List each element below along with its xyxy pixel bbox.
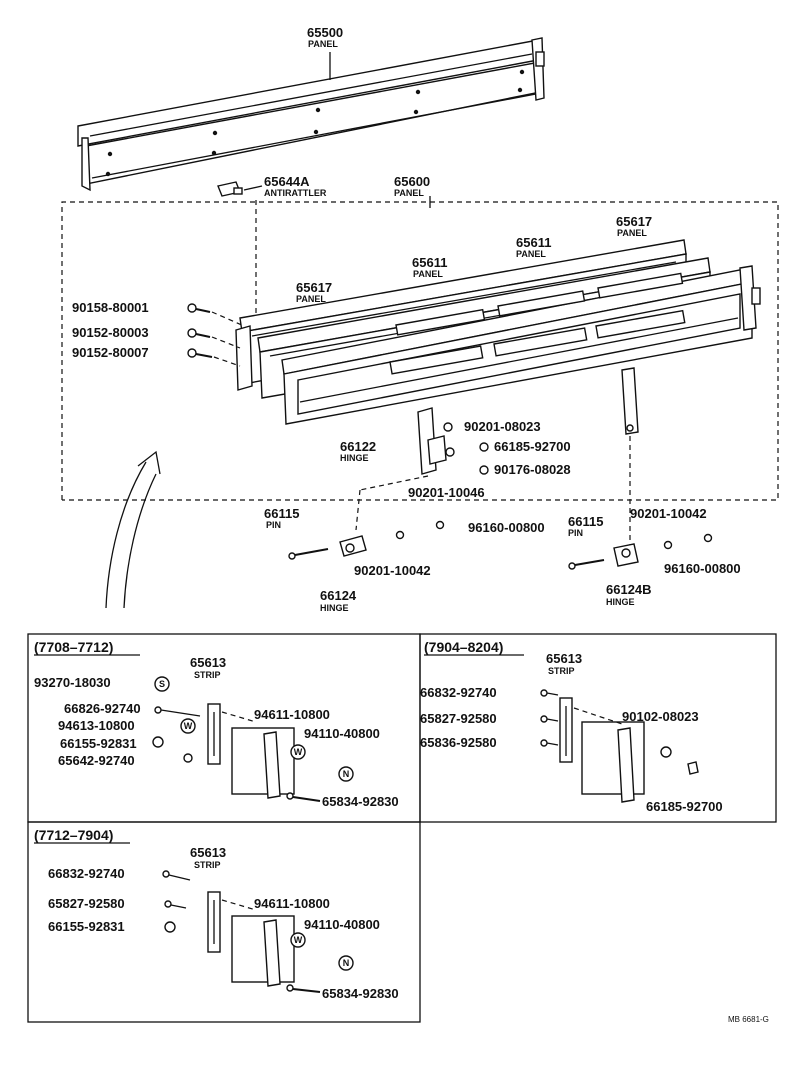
- label-65617-left: 65617 PANEL: [296, 280, 332, 304]
- label-90152-80007: 90152-80007: [72, 345, 149, 360]
- svg-text:65611: 65611: [516, 235, 551, 250]
- section-2-drawing: [540, 689, 699, 803]
- panel-65500-drawing: [77, 37, 545, 192]
- svg-text:65600: 65600: [394, 174, 430, 189]
- curved-arrow-icon: [105, 450, 161, 609]
- section-3-drawing: [162, 870, 354, 993]
- svg-text:66115: 66115: [568, 514, 603, 529]
- left-bolts-drawing: [187, 303, 245, 367]
- label-s1-65834-92830: 65834-92830: [322, 794, 399, 809]
- svg-text:PANEL: PANEL: [617, 228, 647, 238]
- label-90152-80003: 90152-80003: [72, 325, 149, 340]
- panel-assembly-65600-drawing: [61, 196, 779, 501]
- svg-text:PANEL: PANEL: [296, 294, 326, 304]
- label-s1-94611-10800: 94611-10800: [254, 707, 330, 722]
- section-boxes: [27, 633, 777, 1023]
- svg-text:66115: 66115: [264, 506, 299, 521]
- label-65617-right: 65617 PANEL: [616, 214, 652, 238]
- label-s1-65613: 65613 STRIP: [190, 655, 226, 680]
- part-name: PANEL: [308, 39, 338, 49]
- label-96160-00800-left: 96160-00800: [468, 520, 545, 535]
- label-s2-65836-92580: 65836-92580: [420, 735, 497, 750]
- label-90176-08028: 90176-08028: [494, 462, 571, 477]
- symbol-n-1: N: [343, 769, 350, 779]
- label-s1-66155-92831: 66155-92831: [60, 736, 137, 751]
- svg-text:PANEL: PANEL: [516, 249, 546, 259]
- label-90201-10046: 90201-10046: [408, 485, 485, 500]
- part-number: 65500: [307, 25, 343, 40]
- svg-text:65613: 65613: [190, 655, 226, 670]
- label-65611-left: 65611 PANEL: [412, 255, 447, 279]
- label-65644A: 65644A ANTIRATTLER: [264, 174, 327, 198]
- label-s2-90102-08023: 90102-08023: [622, 709, 699, 724]
- label-66185-92700: 66185-92700: [494, 439, 571, 454]
- label-s2-66832-92740: 66832-92740: [420, 685, 497, 700]
- label-s3-65834-92830: 65834-92830: [322, 986, 399, 1001]
- svg-text:66122: 66122: [340, 439, 376, 454]
- svg-text:ANTIRATTLER: ANTIRATTLER: [264, 188, 327, 198]
- hinge-right-drawing: [621, 367, 639, 548]
- label-90201-10042-right: 90201-10042: [630, 506, 707, 521]
- label-90201-10042-left: 90201-10042: [354, 563, 431, 578]
- label-66124B: 66124B HINGE: [606, 582, 652, 607]
- diagram-code: MB 6681-G: [728, 1015, 769, 1024]
- label-66115-right: 66115 PIN: [568, 514, 603, 538]
- label-s3-94110-40800: 94110-40800: [304, 917, 380, 932]
- label-s2-66185-92700: 66185-92700: [646, 799, 723, 814]
- label-65600: 65600 PANEL: [394, 174, 430, 198]
- svg-text:PANEL: PANEL: [413, 269, 443, 279]
- svg-text:STRIP: STRIP: [194, 670, 221, 680]
- svg-text:66124B: 66124B: [606, 582, 652, 597]
- svg-text:65617: 65617: [296, 280, 332, 295]
- label-s1-94110-40800: 94110-40800: [304, 726, 380, 741]
- label-s3-66832-92740: 66832-92740: [48, 866, 125, 881]
- svg-text:65611: 65611: [412, 255, 447, 270]
- svg-text:65644A: 65644A: [264, 174, 310, 189]
- label-s1-94613-10800: 94613-10800: [58, 718, 135, 733]
- label-66124: 66124 HINGE: [320, 588, 357, 613]
- label-90201-08023: 90201-08023: [464, 419, 541, 434]
- pin-hinge-right-drawing: [568, 533, 713, 570]
- hinge-66122-drawing: [355, 407, 489, 531]
- label-s1-93270-18030: 93270-18030: [34, 675, 111, 690]
- symbol-s: S: [159, 679, 165, 689]
- svg-text:65613: 65613: [190, 845, 226, 860]
- label-90158-80001: 90158-80001: [72, 300, 149, 315]
- symbol-w-2: W: [294, 747, 303, 757]
- antirattler-drawing: [217, 181, 263, 318]
- pin-hinge-left-drawing: [288, 520, 445, 560]
- label-65500: 65500 PANEL: [307, 25, 343, 49]
- symbol-w-1: W: [184, 721, 193, 731]
- svg-text:PIN: PIN: [568, 528, 583, 538]
- svg-text:65617: 65617: [616, 214, 652, 229]
- svg-text:PANEL: PANEL: [394, 188, 424, 198]
- svg-text:STRIP: STRIP: [548, 666, 575, 676]
- svg-text:66124: 66124: [320, 588, 357, 603]
- label-s3-65827-92580: 65827-92580: [48, 896, 125, 911]
- label-96160-00800-right: 96160-00800: [664, 561, 741, 576]
- section-1-heading: (7708–7712): [34, 639, 113, 655]
- section-1-drawing: [152, 676, 354, 802]
- label-66122: 66122 HINGE: [340, 439, 376, 463]
- svg-text:HINGE: HINGE: [606, 597, 635, 607]
- label-66115-left: 66115 PIN: [264, 506, 299, 530]
- symbol-n-2: N: [343, 958, 350, 968]
- label-s1-66826-92740: 66826-92740: [64, 701, 141, 716]
- svg-text:STRIP: STRIP: [194, 860, 221, 870]
- symbol-w-3: W: [294, 935, 303, 945]
- svg-text:HINGE: HINGE: [340, 453, 369, 463]
- label-s2-65827-92580: 65827-92580: [420, 711, 497, 726]
- svg-text:PIN: PIN: [266, 520, 281, 530]
- label-s3-65613: 65613 STRIP: [190, 845, 226, 870]
- svg-text:HINGE: HINGE: [320, 603, 349, 613]
- section-2-heading: (7904–8204): [424, 639, 503, 655]
- svg-text:65613: 65613: [546, 651, 582, 666]
- label-s3-66155-92831: 66155-92831: [48, 919, 125, 934]
- label-65611-right: 65611 PANEL: [516, 235, 551, 259]
- label-s3-94611-10800: 94611-10800: [254, 896, 330, 911]
- label-s2-65613: 65613 STRIP: [546, 651, 582, 676]
- section-3-heading: (7712–7904): [34, 827, 113, 843]
- label-s1-65642-92740: 65642-92740: [58, 753, 135, 768]
